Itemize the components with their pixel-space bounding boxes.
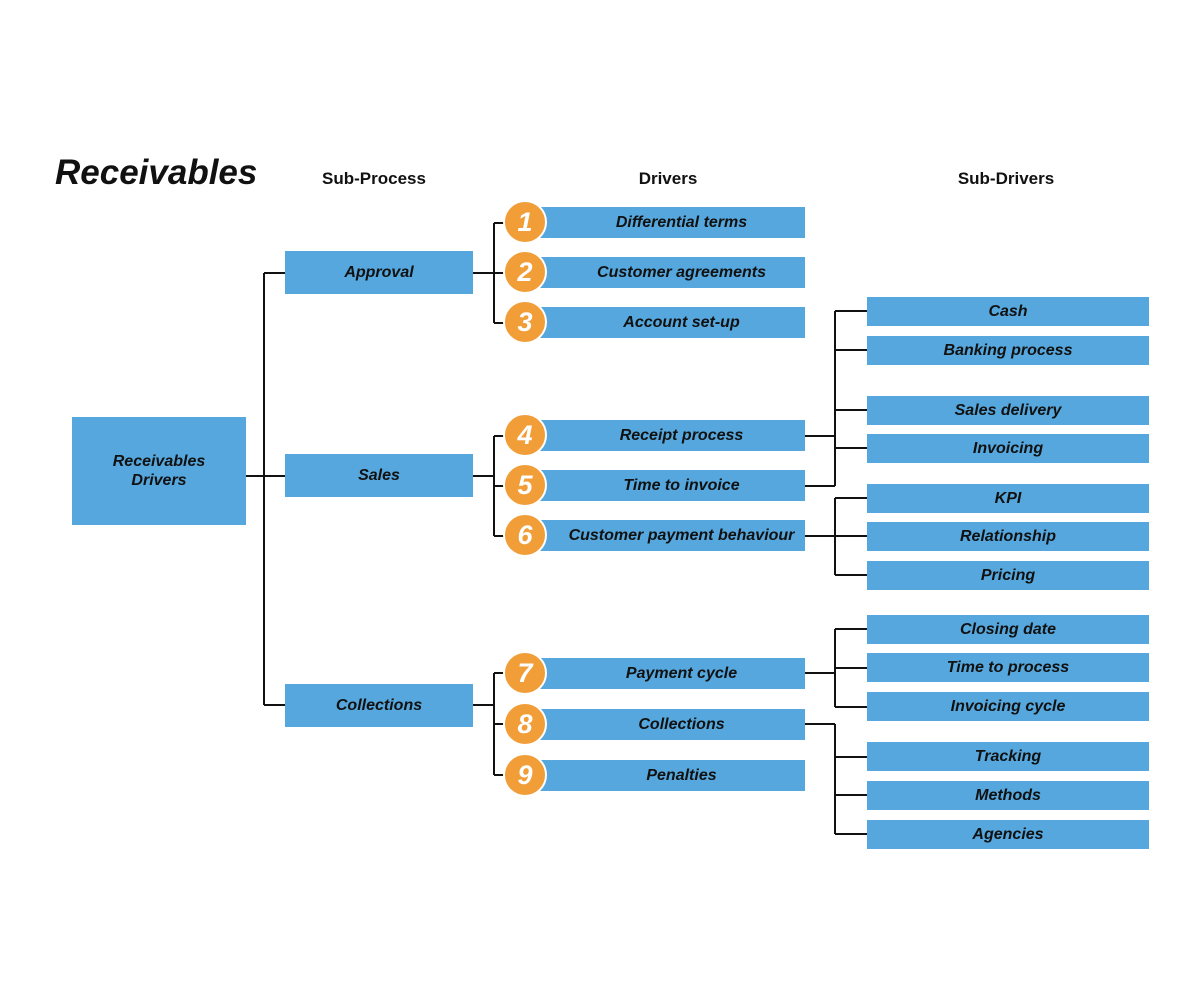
subdriver-methods: Methods: [867, 781, 1149, 810]
driver-label: Payment cycle: [625, 665, 738, 682]
subdriver-agencies: Agencies: [867, 820, 1149, 849]
subdriver-invoicing-cycle: Invoicing cycle: [867, 692, 1149, 721]
driver-4: Receipt process: [524, 420, 805, 451]
driver-label: Customer agreements: [597, 264, 766, 281]
subdriver-relationship: Relationship: [867, 522, 1149, 551]
driver-label: Account set-up: [623, 314, 740, 331]
driver-5: Time to invoice: [524, 470, 805, 501]
root-node-label: Receivables Drivers: [112, 453, 206, 489]
driver-1: Differential terms: [524, 207, 805, 238]
column-header-subdrivers: Sub-Drivers: [957, 169, 1055, 188]
driver-number-badge-4: 4: [503, 413, 547, 457]
subdriver-sales-delivery: Sales delivery: [867, 396, 1149, 425]
driver-8: Collections: [524, 709, 805, 740]
subdriver-time-to-process: Time to process: [867, 653, 1149, 682]
page-title: Receivables: [55, 153, 258, 192]
root-node: Receivables Drivers: [72, 417, 246, 525]
driver-number-badge-9: 9: [503, 753, 547, 797]
column-header-subprocess: Sub-Process: [322, 169, 426, 188]
subdriver-tracking: Tracking: [867, 742, 1149, 771]
subdriver-cash: Cash: [867, 297, 1149, 326]
subdriver-closing-date: Closing date: [867, 615, 1149, 644]
subprocess-label: Approval: [344, 264, 414, 281]
driver-label: Receipt process: [619, 427, 744, 444]
driver-number-badge-3: 3: [503, 300, 547, 344]
driver-label: Time to invoice: [623, 477, 740, 494]
subdriver-banking-process: Banking process: [867, 336, 1149, 365]
driver-number-badge-8: 8: [503, 702, 547, 746]
subdriver-kpi: KPI: [867, 484, 1149, 513]
column-header-drivers: Drivers: [638, 169, 698, 188]
driver-number-badge-1: 1: [503, 200, 547, 244]
subprocess-sales: Sales: [285, 454, 473, 497]
subprocess-label: Sales: [358, 467, 400, 484]
driver-7: Payment cycle: [524, 658, 805, 689]
subprocess-label: Collections: [335, 697, 423, 714]
driver-number-badge-2: 2: [503, 250, 547, 294]
driver-number-badge-5: 5: [503, 463, 547, 507]
subprocess-approval: Approval: [285, 251, 473, 294]
subdriver-invoicing: Invoicing: [867, 434, 1149, 463]
subdriver-pricing: Pricing: [867, 561, 1149, 590]
driver-2: Customer agreements: [524, 257, 805, 288]
subprocess-collections: Collections: [285, 684, 473, 727]
driver-3: Account set-up: [524, 307, 805, 338]
driver-number-badge-7: 7: [503, 651, 547, 695]
driver-6: Customer payment behaviour: [524, 520, 805, 551]
driver-label: Customer payment behaviour: [568, 527, 795, 544]
driver-label: Collections: [638, 716, 725, 733]
driver-label: Penalties: [646, 767, 717, 784]
driver-9: Penalties: [524, 760, 805, 791]
driver-number-badge-6: 6: [503, 513, 547, 557]
driver-label: Differential terms: [615, 214, 748, 231]
